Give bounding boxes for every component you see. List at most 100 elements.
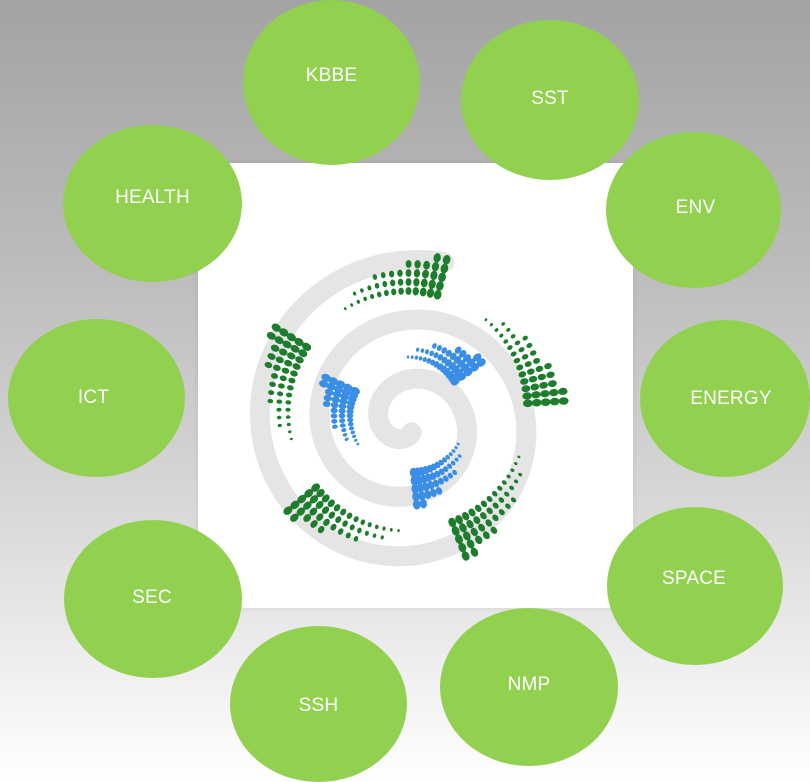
outer-dot <box>267 398 274 404</box>
inner-dot <box>430 488 437 498</box>
outer-dot <box>349 524 355 531</box>
outer-dot <box>517 455 521 459</box>
outer-dot <box>506 474 511 479</box>
outer-dot <box>285 407 291 412</box>
outer-dot <box>342 520 348 527</box>
inner-dot <box>410 475 419 486</box>
outer-dot <box>367 285 372 291</box>
outer-dot <box>503 339 509 344</box>
inner-dot <box>350 386 360 396</box>
bubble-label: SST <box>531 87 569 109</box>
outer-dot <box>420 278 428 288</box>
inner-dot <box>451 449 456 453</box>
inner-dot <box>463 367 473 377</box>
outer-dot <box>360 519 366 526</box>
outer-dot <box>470 527 478 537</box>
bubble-label: KBBE <box>305 64 358 86</box>
outer-dot <box>405 278 412 286</box>
outer-green-dots <box>264 253 569 561</box>
outer-dot <box>274 336 284 345</box>
bubble-label: SEC <box>132 587 172 608</box>
inner-dot <box>422 356 427 363</box>
outer-dot <box>531 398 542 407</box>
outer-dot <box>514 462 518 466</box>
bubble-sec[interactable]: SEC <box>64 520 242 678</box>
outer-dot <box>264 361 273 369</box>
inner-dot <box>410 355 414 359</box>
outer-dot <box>357 527 362 534</box>
outer-dot <box>271 323 281 332</box>
outer-dot <box>501 322 506 326</box>
outer-dot <box>504 491 510 497</box>
outer-dot <box>340 508 347 516</box>
bubble-health[interactable]: HEALTH <box>63 125 242 282</box>
inner-dot <box>347 421 354 427</box>
bubble-space[interactable]: SPACE <box>607 507 783 665</box>
outer-dot <box>520 378 529 385</box>
outer-dot <box>350 303 354 307</box>
outer-dot <box>522 335 528 341</box>
outer-dot <box>466 519 474 529</box>
outer-dot <box>309 507 318 516</box>
inner-dot <box>454 457 459 462</box>
outer-dot <box>455 515 463 525</box>
outer-dot <box>470 547 479 557</box>
outer-dot <box>546 371 555 379</box>
inner-dot <box>339 418 346 424</box>
outer-dot <box>405 260 412 268</box>
outer-dot <box>335 516 342 523</box>
inner-dot <box>442 475 449 482</box>
outer-dot <box>286 333 297 342</box>
outer-dot <box>270 344 280 352</box>
inner-dot <box>341 428 347 433</box>
inner-dot <box>412 491 420 502</box>
spiral-stroke <box>249 249 537 567</box>
outer-dot <box>448 517 457 528</box>
outer-dot <box>458 542 467 553</box>
inner-dot <box>409 467 418 478</box>
bubble-label: NMP <box>507 674 551 695</box>
outer-dot <box>310 520 318 528</box>
outer-dot <box>514 340 521 346</box>
bubble-ssh[interactable]: SSH <box>230 626 407 782</box>
outer-dot <box>276 415 282 420</box>
outer-dot <box>507 345 513 351</box>
bubble-kbbe[interactable]: KBBE <box>243 0 420 165</box>
outer-dot <box>290 513 299 522</box>
outer-dot <box>549 388 559 397</box>
outer-dot <box>268 390 275 396</box>
inner-dot <box>324 388 334 396</box>
inner-dot <box>348 426 355 431</box>
outer-dot <box>273 364 281 371</box>
outer-dot <box>540 390 550 398</box>
inner-dot <box>419 499 427 509</box>
inner-dot <box>452 469 458 476</box>
outer-dot <box>278 348 288 356</box>
outer-dot <box>510 351 517 357</box>
bubble-ict[interactable]: ICT <box>8 319 185 477</box>
outer-dot <box>501 480 507 485</box>
outer-dot <box>276 407 282 412</box>
inner-dot <box>454 346 462 354</box>
bubble-env[interactable]: ENV <box>606 132 781 288</box>
outer-dot <box>510 334 516 339</box>
bubble-nmp[interactable]: NMP <box>440 608 618 766</box>
inner-dot <box>470 363 480 372</box>
outer-dot <box>269 381 276 387</box>
outer-dot <box>498 497 505 503</box>
outer-dot <box>382 526 386 531</box>
outer-dot <box>494 328 499 332</box>
outer-dot <box>315 500 324 509</box>
outer-dot <box>518 472 523 477</box>
outer-dot <box>303 501 312 510</box>
outer-dot <box>363 296 367 302</box>
outer-dot <box>516 364 524 371</box>
outer-dot <box>433 289 442 300</box>
outer-dot <box>478 523 486 532</box>
inner-dot <box>441 347 448 354</box>
bubble-energy[interactable]: ENERGY <box>640 320 810 477</box>
outer-dot <box>405 287 412 295</box>
bubble-sst[interactable]: SST <box>461 20 639 180</box>
outer-dot <box>461 551 470 561</box>
outer-dot <box>398 287 404 295</box>
